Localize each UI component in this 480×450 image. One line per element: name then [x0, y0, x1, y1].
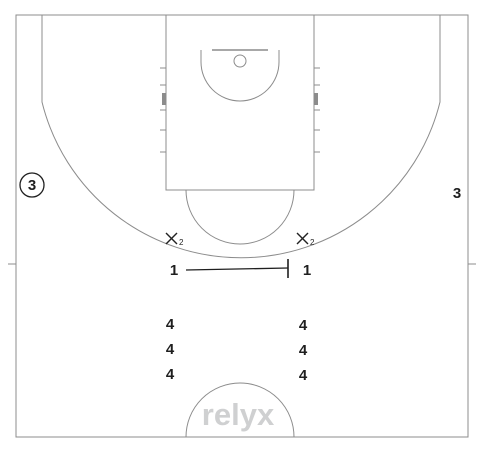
- three-point-line: [41, 15, 441, 259]
- paint-lane: [165, 14, 315, 191]
- player-3-left-label: 3: [28, 177, 36, 194]
- defender-right-sub: 2: [310, 238, 315, 247]
- court-boundary: [15, 14, 469, 438]
- defender-left-sub: 2: [179, 238, 184, 247]
- player-3-right: 3: [453, 185, 461, 202]
- player-4-left-1: 4: [166, 316, 175, 333]
- screen-action-line: [185, 259, 289, 278]
- defender-left: 2: [165, 232, 184, 247]
- player-4-right-3: 4: [299, 367, 308, 384]
- player-3-left-circled: 3: [19, 172, 45, 198]
- player-4-left-3: 4: [166, 366, 175, 383]
- lane-hash-marks: [160, 67, 320, 153]
- free-throw-circle: [185, 189, 295, 245]
- player-4-right-stack: 4 4 4: [299, 317, 308, 384]
- defender-right: 2: [296, 232, 315, 247]
- hoop-rim: [233, 54, 247, 68]
- player-1-right: 1: [303, 262, 311, 279]
- restricted-area-arc: [200, 50, 280, 102]
- player-4-right-1: 4: [299, 317, 308, 334]
- player-4-right-2: 4: [299, 342, 308, 359]
- relyx-watermark-logo: relyx: [202, 397, 275, 432]
- center-circle: [185, 382, 295, 438]
- court-lines: [8, 14, 476, 438]
- player-4-left-2: 4: [166, 341, 175, 358]
- player-4-left-stack: 4 4 4: [166, 316, 175, 383]
- player-1-left: 1: [170, 262, 178, 279]
